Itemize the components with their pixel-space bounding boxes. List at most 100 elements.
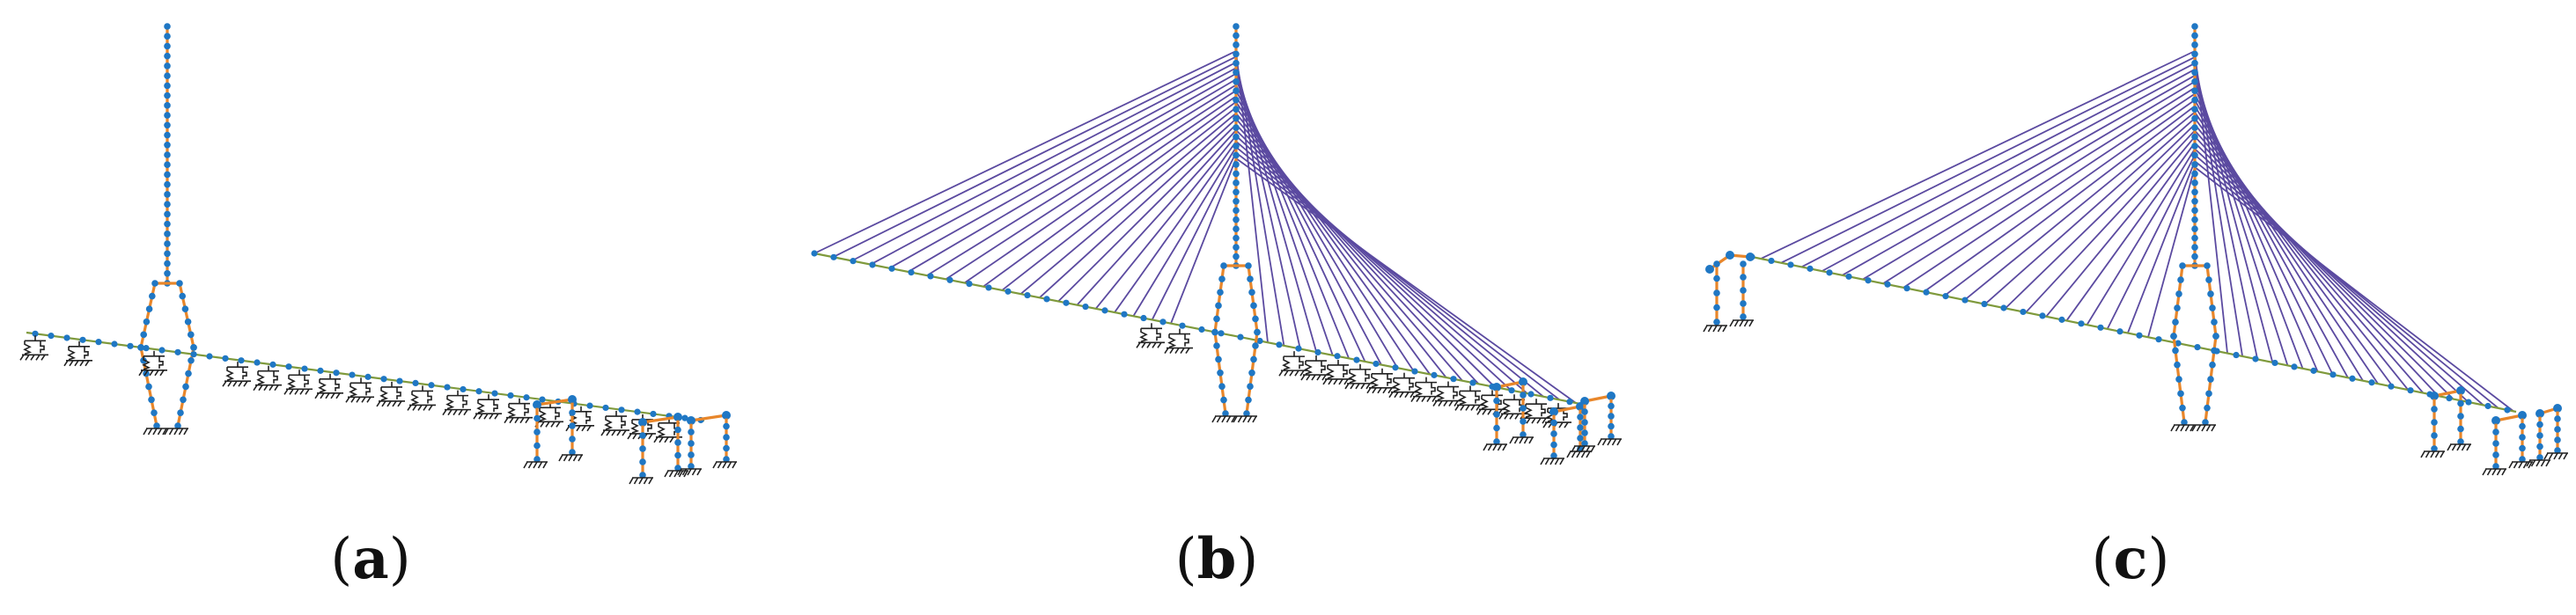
node-marker-icon: [1373, 360, 1380, 368]
node-marker-icon: [1577, 414, 1584, 421]
node-marker-icon: [1469, 379, 1476, 386]
node-marker-icon: [1215, 355, 1222, 363]
node-marker-icon: [164, 171, 171, 179]
node-marker-icon: [2209, 361, 2216, 369]
node-marker-icon: [688, 463, 695, 470]
node-marker-icon: [254, 359, 261, 366]
node-marker-icon: [1547, 394, 1554, 401]
stay-cable: [1095, 135, 1237, 310]
spring-support-icon: [1278, 351, 1307, 377]
node-marker-icon: [2175, 376, 2182, 383]
stay-cable: [926, 84, 1237, 276]
node-marker-icon: [2191, 96, 2198, 104]
node-marker-icon: [444, 384, 451, 391]
stay-cable: [1882, 86, 2196, 284]
stay-cable: [1235, 106, 1431, 375]
node-marker-icon: [569, 436, 576, 443]
node-marker-icon: [534, 456, 541, 463]
abutment-frame: [1703, 251, 1755, 333]
stay-cable: [2194, 123, 2409, 391]
node-marker-icon: [2204, 404, 2211, 412]
node-marker-icon: [1713, 318, 1720, 326]
node-marker-icon: [639, 419, 646, 426]
node-marker-icon: [151, 280, 158, 287]
node-marker-icon: [534, 442, 541, 450]
node-marker-icon: [1608, 413, 1615, 420]
node-marker-icon: [2191, 207, 2198, 215]
node-marker-icon: [1250, 302, 1257, 310]
node-marker-icon: [188, 331, 195, 339]
pier-frame: [1483, 377, 1534, 451]
node-marker-icon: [177, 409, 184, 416]
pylon-leg: [2205, 265, 2218, 337]
node-marker-icon: [1550, 441, 1557, 449]
stay-cable: [851, 62, 1237, 262]
spring-support-icon: [1388, 372, 1417, 399]
node-marker-icon: [185, 370, 192, 377]
node-marker-icon: [2465, 399, 2472, 406]
node-marker-icon: [723, 434, 730, 441]
node-marker-icon: [2211, 318, 2218, 326]
node-marker-icon: [1256, 337, 1263, 345]
spring-support-icon: [19, 335, 48, 361]
fixed-support-icon: [1233, 415, 1257, 423]
fixed-support-icon: [558, 454, 583, 462]
pier-cap: [642, 415, 679, 424]
node-marker-icon: [2191, 188, 2198, 196]
node-marker-icon: [190, 344, 197, 351]
node-marker-icon: [164, 42, 171, 50]
pier-frame: [1571, 392, 1622, 453]
node-marker-icon: [534, 414, 541, 422]
node-marker-icon: [2207, 290, 2214, 297]
node-marker-icon: [1768, 257, 1775, 265]
node-marker-icon: [2554, 426, 2561, 433]
node-marker-icon: [2504, 406, 2511, 414]
node-marker-icon: [2191, 60, 2198, 67]
node-marker-icon: [2484, 402, 2491, 410]
node-marker-icon: [927, 273, 934, 280]
stay-cable: [2194, 111, 2379, 384]
node-marker-icon: [2177, 276, 2184, 283]
spring-support-icon: [1136, 323, 1165, 348]
node-marker-icon: [1233, 60, 1240, 67]
node-marker-icon: [164, 33, 171, 40]
node-marker-icon: [164, 131, 171, 139]
node-marker-icon: [2519, 412, 2526, 419]
node-marker-icon: [1233, 170, 1240, 178]
node-marker-icon: [2329, 371, 2337, 378]
node-marker-icon: [1247, 383, 1254, 391]
node-marker-icon: [586, 402, 593, 409]
node-marker-icon: [1740, 313, 1747, 320]
node-marker-icon: [2431, 419, 2438, 426]
pier-frame: [2526, 404, 2568, 467]
node-marker-icon: [32, 330, 39, 337]
node-marker-icon: [674, 439, 681, 446]
stay-cable: [1822, 69, 2196, 272]
stay-cable: [1001, 106, 1237, 291]
node-marker-icon: [2172, 347, 2179, 355]
node-marker-icon: [2431, 406, 2438, 413]
node-marker-icon: [164, 151, 171, 158]
spring-support-icon: [138, 350, 167, 377]
pylon-tower: [2170, 23, 2219, 432]
node-marker-icon: [1243, 410, 1250, 417]
node-marker-icon: [650, 410, 657, 418]
node-marker-icon: [2291, 363, 2298, 370]
node-marker-icon: [1550, 408, 1557, 415]
spring-support-icon: [600, 411, 629, 436]
pier-cap: [2433, 389, 2462, 398]
node-marker-icon: [723, 422, 730, 430]
node-marker-icon: [2191, 41, 2198, 48]
node-marker-icon: [723, 412, 730, 419]
spring-support-icon: [376, 381, 405, 407]
pier-frame: [523, 395, 583, 469]
stay-cable: [1039, 118, 1237, 298]
spring-support-icon: [222, 362, 251, 387]
stay-cable: [964, 95, 1237, 284]
node-marker-icon: [95, 339, 102, 346]
node-marker-icon: [1252, 315, 1259, 323]
node-marker-icon: [1252, 342, 1259, 349]
node-marker-icon: [1233, 188, 1240, 196]
node-marker-icon: [1217, 289, 1224, 297]
node-marker-icon: [174, 348, 181, 355]
